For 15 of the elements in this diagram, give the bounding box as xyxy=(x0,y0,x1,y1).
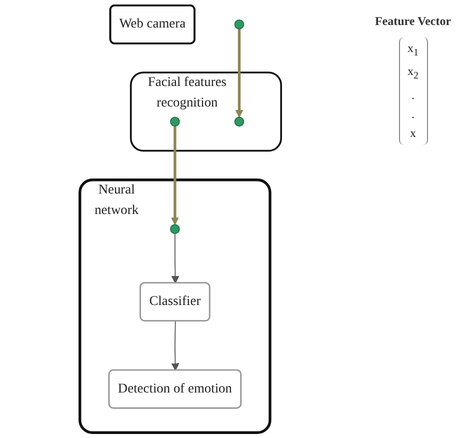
node-circle xyxy=(234,19,244,30)
arrow xyxy=(235,28,244,118)
vector-caption: Feature Vector xyxy=(374,14,452,29)
arrow xyxy=(171,320,180,371)
node-circle xyxy=(170,116,180,127)
arrow xyxy=(171,126,179,225)
vector-entry: x$_{2}$ xyxy=(408,63,418,84)
node-circle xyxy=(234,116,244,127)
cluster: Facial features recognition xyxy=(130,72,282,152)
vector-entry: . xyxy=(412,86,414,104)
arrow xyxy=(171,233,180,284)
vector-entry: . xyxy=(412,106,414,123)
vector-entry: x xyxy=(410,124,416,142)
node-circle xyxy=(170,224,180,234)
vector-entry: x$_{1}$ xyxy=(408,40,418,60)
